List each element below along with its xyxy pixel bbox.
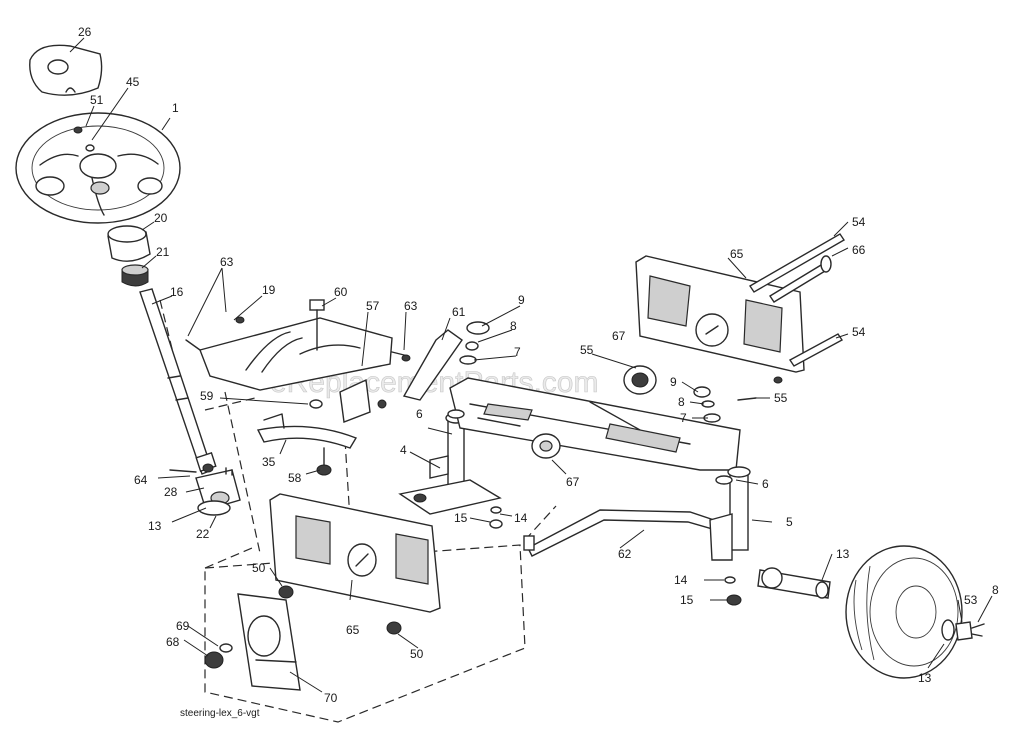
callout-67-upper: 67: [612, 329, 626, 343]
steering-bushing: [121, 264, 149, 287]
callout-51: 51: [90, 93, 104, 107]
spindle-bolt: [724, 576, 742, 606]
pivot-plate: [309, 378, 387, 423]
callout-69: 69: [176, 619, 190, 633]
callout-14-right: 14: [674, 573, 688, 587]
steering-wheel: [15, 112, 181, 224]
bolt-58: [316, 447, 332, 476]
callout-50-lower: 50: [410, 647, 424, 661]
callout-4: 4: [400, 443, 407, 457]
callout-8-right: 8: [678, 395, 685, 409]
callout-55-upper: 55: [580, 343, 594, 357]
nut-68: [204, 651, 224, 669]
front-wheel: [845, 545, 963, 679]
callout-6-left: 6: [416, 407, 423, 421]
callout-50-upper: 50: [252, 561, 266, 575]
callout-7-right: 7: [680, 411, 687, 425]
front-axle-plate-lower: [269, 493, 441, 613]
axle-bushing-upper: [623, 365, 657, 395]
spindle-washer-6: [447, 409, 733, 485]
nut-50: [278, 585, 402, 635]
drag-link: [402, 329, 463, 401]
mounting-plate: [237, 593, 301, 691]
callout-57: 57: [366, 299, 380, 313]
callout-14-left: 14: [514, 511, 528, 525]
steering-cap: [29, 44, 103, 96]
callout-15-right: 15: [680, 593, 694, 607]
callout-68: 68: [166, 635, 180, 649]
callout-13-hub: 13: [836, 547, 850, 561]
callout-35: 35: [262, 455, 276, 469]
callout-7-upper: 7: [514, 345, 521, 359]
callout-13-wheel: 13: [918, 671, 932, 685]
callout-53: 53: [964, 593, 978, 607]
washer-69: [219, 643, 233, 653]
left-spindle: [398, 412, 503, 529]
callout-8-wheel: 8: [992, 583, 999, 597]
callout-9-upper: 9: [518, 293, 525, 307]
callout-20: 20: [154, 211, 168, 225]
callout-21: 21: [156, 245, 170, 259]
callout-60: 60: [334, 285, 348, 299]
callout-19: 19: [262, 283, 276, 297]
pivot-pins: [737, 233, 845, 401]
callout-15-left: 15: [454, 511, 468, 525]
callout-6-right: 6: [762, 477, 769, 491]
callout-13-gear: 13: [148, 519, 162, 533]
callout-62: 62: [618, 547, 632, 561]
sector-gear: [256, 413, 358, 449]
callout-1: 1: [172, 101, 179, 115]
callout-67-lower: 67: [566, 475, 580, 489]
front-axle: [449, 377, 741, 471]
right-spindle: [709, 466, 831, 599]
hub-cap: [941, 619, 985, 641]
callout-66: 66: [852, 243, 866, 257]
callout-70: 70: [324, 691, 338, 705]
steering-bracket: [185, 299, 411, 391]
pivot-washers: [459, 321, 490, 365]
steering-gear: [169, 463, 241, 516]
leader-lines: [69, 37, 993, 693]
axle-bushing-lower: [531, 433, 561, 459]
wheel-nut: [73, 126, 95, 152]
callout-28: 28: [164, 485, 178, 499]
callout-26: 26: [78, 25, 92, 39]
callout-22: 22: [196, 527, 210, 541]
callout-45: 45: [126, 75, 140, 89]
axle-washers-right: [693, 386, 721, 423]
callout-9-right: 9: [670, 375, 677, 389]
callout-16: 16: [170, 285, 184, 299]
callout-65-upper: 65: [730, 247, 744, 261]
assembly-outline: [204, 544, 526, 723]
callout-64: 64: [134, 473, 148, 487]
callout-54-upper: 54: [852, 215, 866, 229]
steering-shaft: [139, 288, 217, 475]
callout-54-lower: 54: [852, 325, 866, 339]
callout-63-left: 63: [220, 255, 234, 269]
callout-58: 58: [288, 471, 302, 485]
callout-labels: 26 45 51 1 20 21 16 63 19 60 57 63 61 9 …: [78, 25, 999, 705]
callout-8-upper: 8: [510, 319, 517, 333]
callout-5: 5: [786, 515, 793, 529]
callout-55-right: 55: [774, 391, 788, 405]
steering-bellows: [107, 225, 151, 262]
callout-63-right: 63: [404, 299, 418, 313]
callout-61: 61: [452, 305, 466, 319]
callout-65-lower: 65: [346, 623, 360, 637]
diagram-caption: steering-lex_6-vgt: [180, 708, 260, 719]
callout-59: 59: [200, 389, 214, 403]
